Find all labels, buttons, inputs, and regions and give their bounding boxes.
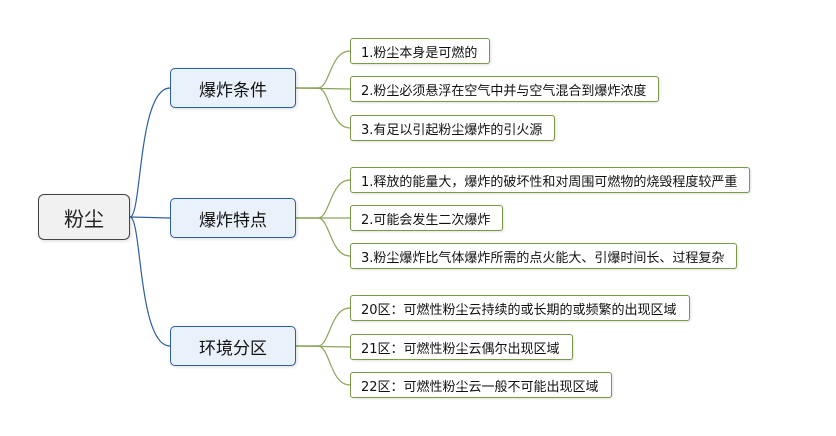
- connector-branch-1-leaf-2: [296, 217, 351, 257]
- leaf-node-zone-21[interactable]: 21区：可燃性粉尘云偶尔出现区域: [350, 334, 573, 360]
- connector-branch-1-leaf-0: [296, 179, 351, 219]
- connector-branch-0-leaf-0: [296, 50, 351, 89]
- branch-node-explosion-conditions[interactable]: 爆炸条件: [170, 68, 296, 108]
- branch-node-environment-zones[interactable]: 环境分区: [170, 326, 296, 366]
- connector-root-branch-0: [129, 87, 171, 218]
- leaf-node-characteristic-1[interactable]: 1.释放的能量大，爆炸的破坏性和对周围可燃物的烧毁程度较严重: [350, 167, 751, 193]
- root-node[interactable]: 粉尘: [38, 194, 130, 240]
- branch-node-explosion-characteristics[interactable]: 爆炸特点: [170, 198, 296, 238]
- connector-root-branch-2: [129, 216, 171, 347]
- leaf-node-condition-2[interactable]: 2.粉尘必须悬浮在空气中并与空气混合到爆炸浓度: [350, 76, 660, 102]
- leaf-node-characteristic-2[interactable]: 2.可能会发生二次爆炸: [350, 205, 504, 231]
- connector-branch-2-leaf-2: [296, 345, 351, 386]
- leaf-node-zone-20[interactable]: 20区：可燃性粉尘云持续的或长期的或频繁的出现区域: [350, 295, 690, 321]
- leaf-node-condition-3[interactable]: 3.有足以引起粉尘爆炸的引火源: [350, 115, 556, 141]
- leaf-node-characteristic-3[interactable]: 3.粉尘爆炸比气体爆炸所需的点火能大、引爆时间长、过程复杂: [350, 243, 738, 269]
- connector-branch-0-leaf-2: [296, 87, 351, 129]
- leaf-node-condition-1[interactable]: 1.粉尘本身是可燃的: [350, 38, 491, 64]
- connector-branch-2-leaf-0: [296, 307, 351, 347]
- connector-root-branch-1: [129, 216, 171, 219]
- leaf-node-zone-22[interactable]: 22区：可燃性粉尘云一般不可能出现区域: [350, 372, 612, 398]
